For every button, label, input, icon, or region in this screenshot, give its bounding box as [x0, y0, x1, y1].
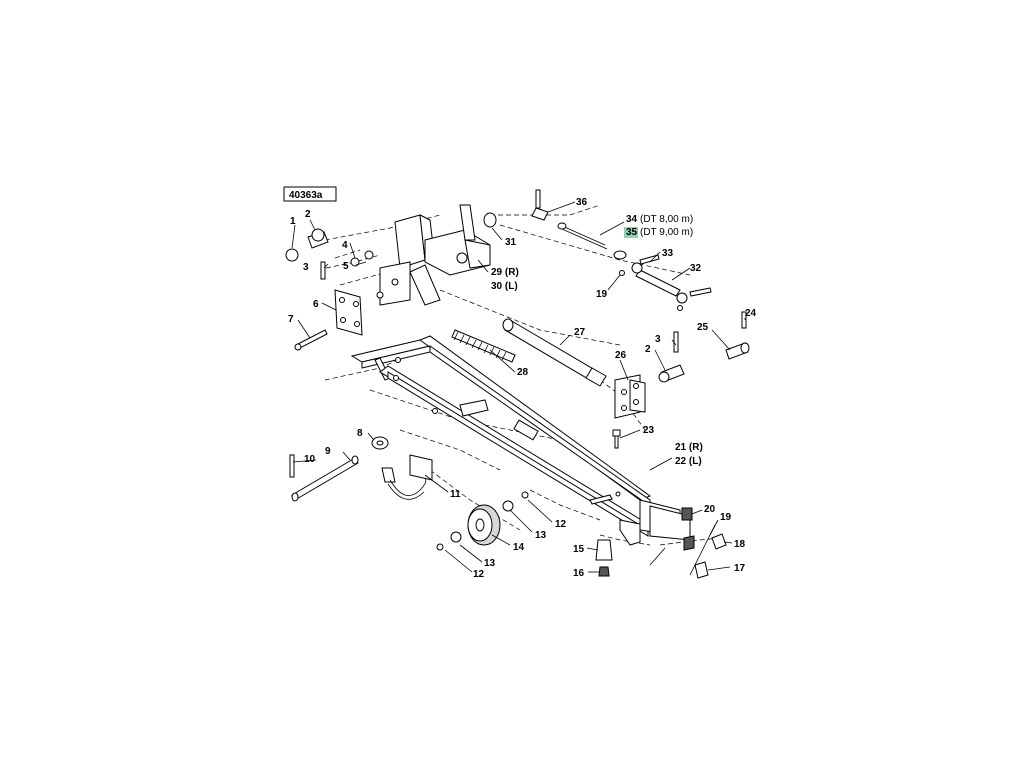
callout-2: 2	[305, 209, 311, 220]
callout-35: 35	[626, 227, 638, 238]
callout-leaders	[291, 201, 746, 573]
callout-26: 26	[615, 350, 627, 361]
callout-8: 8	[357, 428, 363, 439]
spring-and-shaft	[451, 318, 607, 387]
callout-19-a: 19	[720, 512, 732, 523]
callout-13-a: 13	[535, 530, 547, 541]
callout-10: 10	[304, 454, 316, 465]
callout-12-b: 12	[473, 569, 485, 580]
callout-15: 15	[573, 544, 585, 555]
callout-11: 11	[450, 489, 461, 500]
callout-2-b: 2	[645, 344, 651, 355]
callout-12-a: 12	[555, 519, 567, 530]
callout-30: 30 (L)	[491, 281, 518, 292]
bolt-23	[612, 429, 621, 449]
callout-32: 32	[690, 263, 702, 274]
plate-6-bolt-7	[294, 289, 363, 351]
drawbar-frame	[350, 335, 691, 546]
callout-16: 16	[573, 568, 585, 579]
callout-5: 5	[343, 261, 349, 272]
callout-6: 6	[313, 299, 319, 310]
callout-4: 4	[342, 240, 348, 251]
callout-3: 3	[303, 262, 309, 273]
callout-27: 27	[574, 327, 586, 338]
callout-19-b: 19	[596, 289, 608, 300]
callout-24: 24	[745, 308, 757, 319]
callout-1: 1	[290, 216, 296, 227]
callout-14: 14	[513, 542, 525, 553]
callout-7: 7	[288, 314, 294, 325]
note-34: (DT 8,00 m)	[640, 214, 693, 225]
callout-20: 20	[704, 504, 716, 515]
callout-9: 9	[325, 446, 331, 457]
callout-31: 31	[505, 237, 517, 248]
callout-36: 36	[576, 197, 588, 208]
callout-28: 28	[517, 367, 529, 378]
callout-25: 25	[697, 322, 709, 333]
hitch-bracket	[376, 204, 497, 306]
foot-and-fasteners	[595, 507, 727, 579]
callout-numbers: 1 2 3 4 5 6 7 8 9 10 11 12 12 13 13 14 1…	[288, 197, 757, 580]
callout-13-b: 13	[484, 558, 496, 569]
hitch-pins	[285, 228, 374, 280]
drawing-id-label: 40363a	[283, 186, 337, 202]
svg-text:40363a: 40363a	[289, 190, 323, 201]
callout-33: 33	[662, 248, 674, 259]
callout-22: 22 (L)	[675, 456, 702, 467]
callout-29: 29 (R)	[491, 267, 519, 278]
cable-and-turnbuckle	[531, 189, 712, 311]
callout-3-b: 3	[655, 334, 661, 345]
jack-stand-parts	[289, 436, 433, 502]
callout-34: 34	[626, 214, 638, 225]
highlight-35	[624, 227, 638, 238]
rear-plate-and-pins	[614, 311, 750, 419]
callout-17: 17	[734, 563, 746, 574]
wheel-assembly	[436, 491, 613, 551]
callout-23: 23	[643, 425, 655, 436]
callout-21: 21 (R)	[675, 442, 703, 453]
note-35: (DT 9,00 m)	[640, 227, 693, 238]
callout-18: 18	[734, 539, 746, 550]
